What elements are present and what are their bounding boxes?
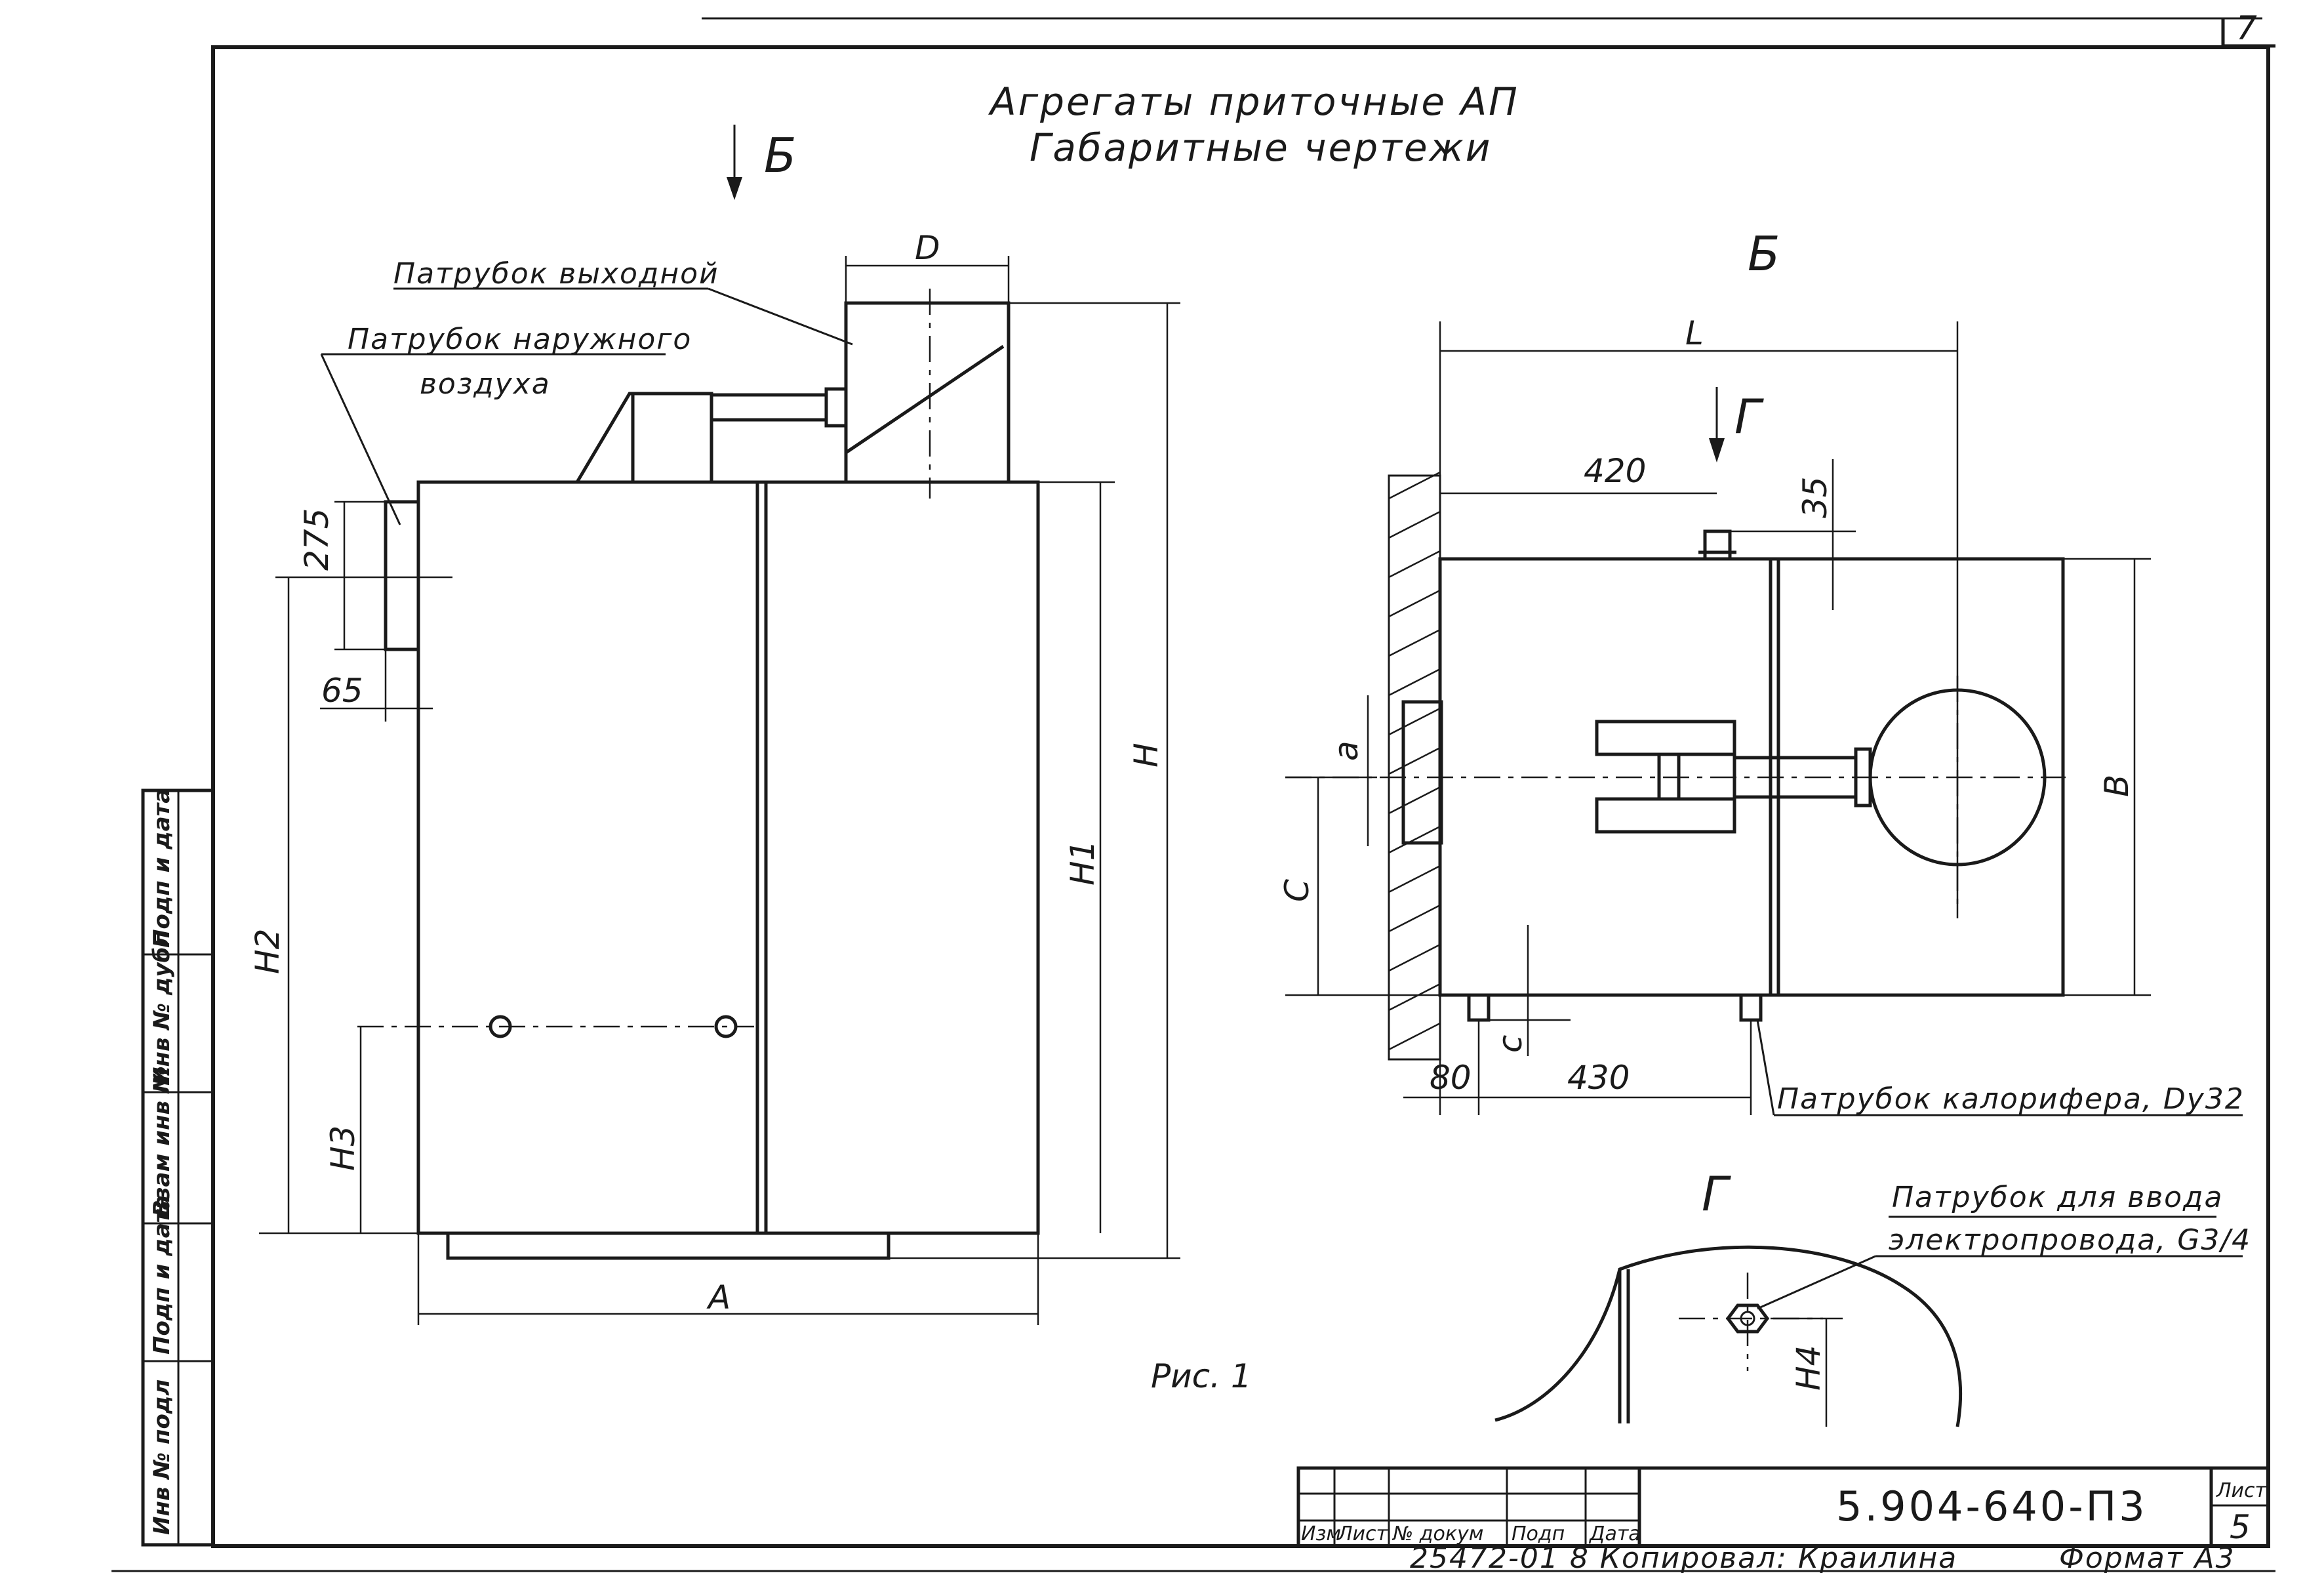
dim-a: a	[1327, 741, 1365, 761]
dim-H3: H3	[324, 1126, 362, 1171]
dim-65: 65	[321, 672, 363, 710]
title-block-col-doc: № докум	[1392, 1522, 1483, 1545]
title-block	[1296, 1466, 2270, 1548]
view-b-dimensions	[1285, 321, 2243, 1116]
sheet-number-top: 7	[2236, 9, 2257, 47]
side-stamp-inv-dubl: Инв № дубл	[149, 931, 175, 1086]
side-stamp-vzam-inv: Взам инв №	[149, 1066, 175, 1217]
callout-outlet: Патрубок выходной	[393, 257, 719, 291]
view-b-arrow	[727, 125, 742, 200]
callout-heater: Патрубок калорифера, Dy32	[1777, 1082, 2245, 1116]
dim-H1: H1	[1064, 840, 1102, 886]
dim-A: A	[706, 1278, 731, 1317]
dim-c: c	[1491, 1035, 1529, 1053]
dim-430: 430	[1567, 1059, 1630, 1097]
callout-outside-air-2: воздуха	[420, 367, 551, 401]
view-g-arrow-label: Г	[1734, 389, 1764, 444]
drawing-title-line2: Габаритные чертежи	[1030, 125, 1492, 170]
front-view-dimensions	[259, 256, 1180, 1325]
dim-H: H	[1127, 743, 1165, 767]
dim-D: D	[915, 229, 940, 267]
title-block-format: Формат А3	[2059, 1542, 2235, 1573]
view-g	[1494, 1216, 2243, 1427]
title-block-copied: 25472-01 8 Копировал: Краилина	[1410, 1542, 1957, 1573]
title-block-sheet-no: 5	[2230, 1508, 2251, 1546]
dim-420: 420	[1584, 452, 1646, 490]
title-block-col-data: Дата	[1588, 1522, 1641, 1545]
side-stamp-inv-podl: Инв № подл	[149, 1379, 175, 1535]
side-stamp-podp-data-1: Подп и дата	[149, 1195, 175, 1355]
dim-C: C	[1278, 879, 1316, 902]
side-stamp	[141, 788, 215, 1547]
dim-35: 35	[1796, 476, 1834, 518]
side-stamp-podp-data-2: Подп и дата	[149, 788, 175, 948]
dim-H4: H4	[1790, 1345, 1828, 1391]
view-b	[1285, 387, 2066, 1061]
view-g-label: Г	[1702, 1166, 1731, 1221]
callout-outside-air-1: Патрубок наружного	[348, 323, 692, 356]
title-block-col-podp: Подп	[1512, 1522, 1565, 1545]
dim-B: B	[2098, 775, 2136, 797]
title-block-col-list: Лист	[1337, 1522, 1389, 1545]
figure-caption: Рис. 1	[1151, 1357, 1252, 1395]
view-b-arrow-label: Б	[764, 128, 796, 183]
dim-80: 80	[1430, 1059, 1472, 1097]
title-block-col-izm: Изм	[1301, 1522, 1341, 1545]
dim-275: 275	[298, 508, 336, 571]
drawing-title-line1: Агрегаты приточные АП	[988, 79, 1519, 124]
title-block-sheet-label: Лист	[2216, 1479, 2268, 1502]
callout-cable-1: Патрубок для ввода	[1892, 1181, 2223, 1214]
front-view	[357, 289, 1040, 1260]
callout-cable-2: электропровода, G3/4	[1889, 1223, 2251, 1257]
dim-L: L	[1685, 314, 1704, 352]
dim-H2: H2	[249, 929, 287, 974]
title-block-code: 5.904-640-П3	[1836, 1482, 2148, 1530]
view-b-label: Б	[1748, 226, 1780, 281]
